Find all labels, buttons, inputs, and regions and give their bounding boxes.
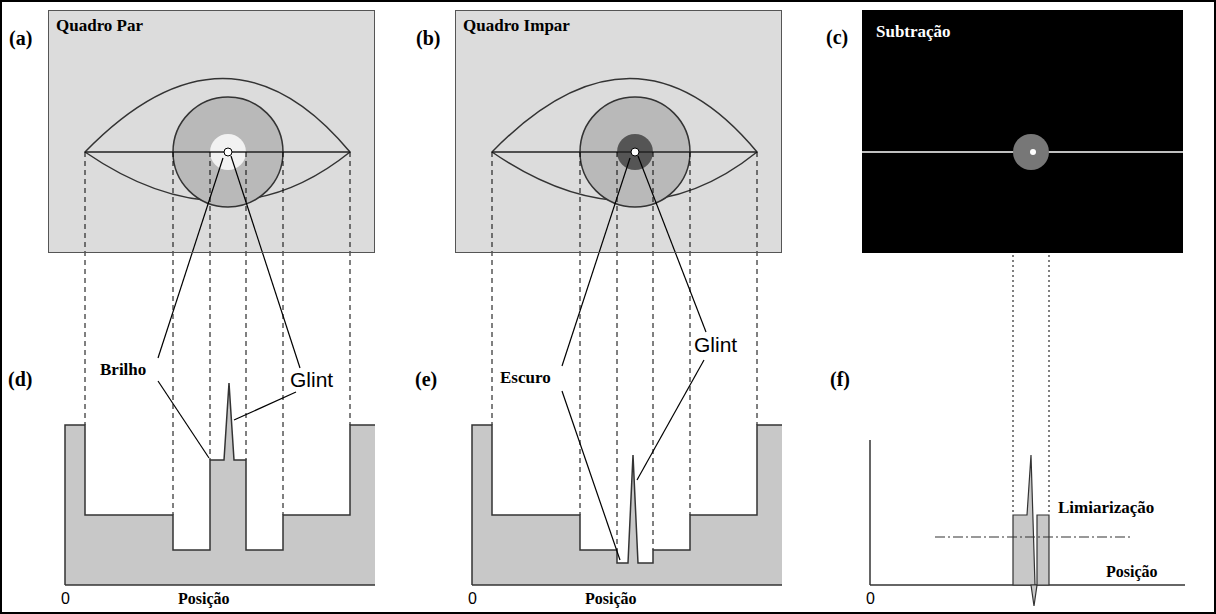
glint-label: Glint: [694, 333, 737, 357]
panel-title: Subtração: [876, 22, 951, 42]
leader-line: [231, 156, 300, 368]
projection-line: [757, 152, 758, 425]
glint: [1030, 149, 1036, 155]
projection-line: [690, 152, 691, 515]
leader-line: [562, 391, 620, 560]
projection-line: [492, 152, 493, 425]
leader-line: [638, 156, 706, 332]
leader-line: [158, 381, 209, 458]
region-label: Brilho: [100, 360, 146, 380]
axis-origin: 0: [866, 590, 875, 608]
projection-line: [653, 152, 654, 550]
glint: [224, 148, 232, 156]
panel-ground: [455, 10, 782, 253]
threshold-label: Limiarização: [1058, 498, 1154, 518]
image-panel: (b)Quadro Impar: [455, 10, 782, 253]
glint-label: Glint: [290, 368, 333, 392]
leader-line: [562, 158, 630, 366]
profile-outline: [65, 383, 375, 585]
axis: [869, 440, 871, 585]
panel-ground: [48, 10, 375, 253]
panel-letter: (a): [9, 27, 32, 50]
axis-title: Posição: [178, 590, 230, 608]
axis-origin: 0: [468, 590, 477, 608]
axis: [65, 584, 375, 586]
profile-outline: [472, 425, 782, 585]
difference-pupil: [1013, 134, 1049, 170]
projection-lines: [492, 152, 757, 550]
panel-letter: (b): [416, 27, 440, 50]
image-panel: (a)Quadro Par: [48, 10, 375, 253]
axis-title: Posição: [585, 590, 637, 608]
scan-line: [492, 151, 757, 153]
panel-letter: (e): [415, 368, 437, 391]
axis: [472, 584, 782, 586]
panel-letter: (d): [8, 368, 32, 391]
panel-letter: (c): [826, 26, 848, 49]
leader-lines: [158, 156, 706, 560]
difference-profile: [1013, 455, 1035, 585]
axis-title: Posição: [1106, 563, 1158, 581]
projection-line: [283, 152, 284, 515]
axis-origin: 0: [61, 590, 70, 608]
projection-line: [580, 152, 581, 515]
panel-title: Quadro Impar: [463, 16, 570, 36]
image-panel: (c)Subtração: [862, 10, 1183, 253]
leader-line: [158, 158, 223, 358]
intensity-profile: [472, 425, 782, 585]
leader-line: [637, 360, 704, 480]
region-label: Escuro: [500, 368, 551, 388]
scan-line: [85, 151, 350, 153]
projection-line: [1013, 160, 1014, 515]
leader-line: [234, 392, 296, 420]
panel-letter: (f): [830, 368, 850, 391]
panel-ground: [862, 10, 1183, 253]
difference-profile: [1037, 515, 1049, 585]
glint: [631, 148, 639, 156]
panel-title: Quadro Par: [56, 16, 143, 36]
difference-profile: [1031, 585, 1037, 606]
threshold-line: [935, 536, 1130, 537]
projection-line: [85, 152, 86, 425]
projection-line: [1049, 160, 1050, 515]
projection-line: [350, 152, 351, 425]
projection-line: [617, 152, 618, 550]
intensity-profile: [65, 383, 375, 585]
projection-line: [173, 152, 174, 515]
